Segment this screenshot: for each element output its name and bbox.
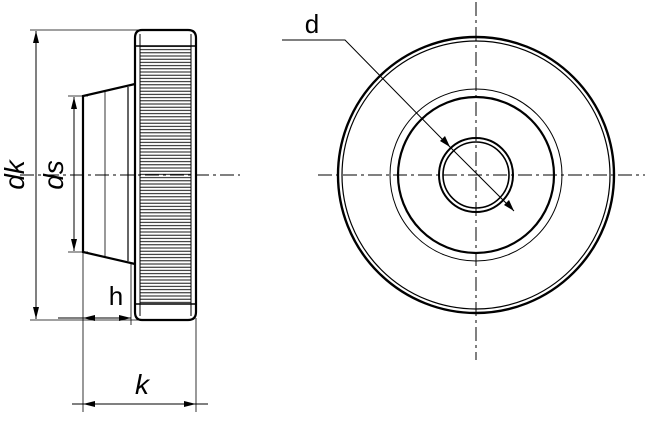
knurl-texture <box>140 46 191 304</box>
shoulder-circle <box>396 95 556 255</box>
label-ds: ds <box>38 160 69 190</box>
arrow-d-bottom <box>504 200 514 211</box>
arrow-ds-top <box>71 97 77 109</box>
arrow-h-left <box>83 315 95 321</box>
shoulder-cone <box>81 82 136 266</box>
outer-rim-circle <box>336 35 616 315</box>
arrow-dk-bottom <box>33 307 39 319</box>
bore-circle-outer <box>438 137 514 213</box>
label-h: h <box>109 281 123 311</box>
label-d: d <box>305 9 319 39</box>
bore-circle-inner <box>442 141 510 209</box>
arrow-dk-top <box>33 31 39 43</box>
knurled-head <box>133 28 198 322</box>
outer-rim-inner-circle <box>341 40 611 310</box>
dim-line-d <box>442 139 515 212</box>
arrow-k-left <box>83 401 95 407</box>
leader-d <box>282 39 444 141</box>
side-view <box>20 28 240 412</box>
label-k: k <box>135 369 151 400</box>
front-view <box>282 2 645 360</box>
arrow-d-top <box>440 136 450 147</box>
arrow-k-right <box>184 401 196 407</box>
label-dk: dk <box>0 158 30 190</box>
shoulder-circle-thin <box>389 88 563 262</box>
arrow-h-right <box>119 315 131 321</box>
arrow-ds-bottom <box>71 239 77 251</box>
